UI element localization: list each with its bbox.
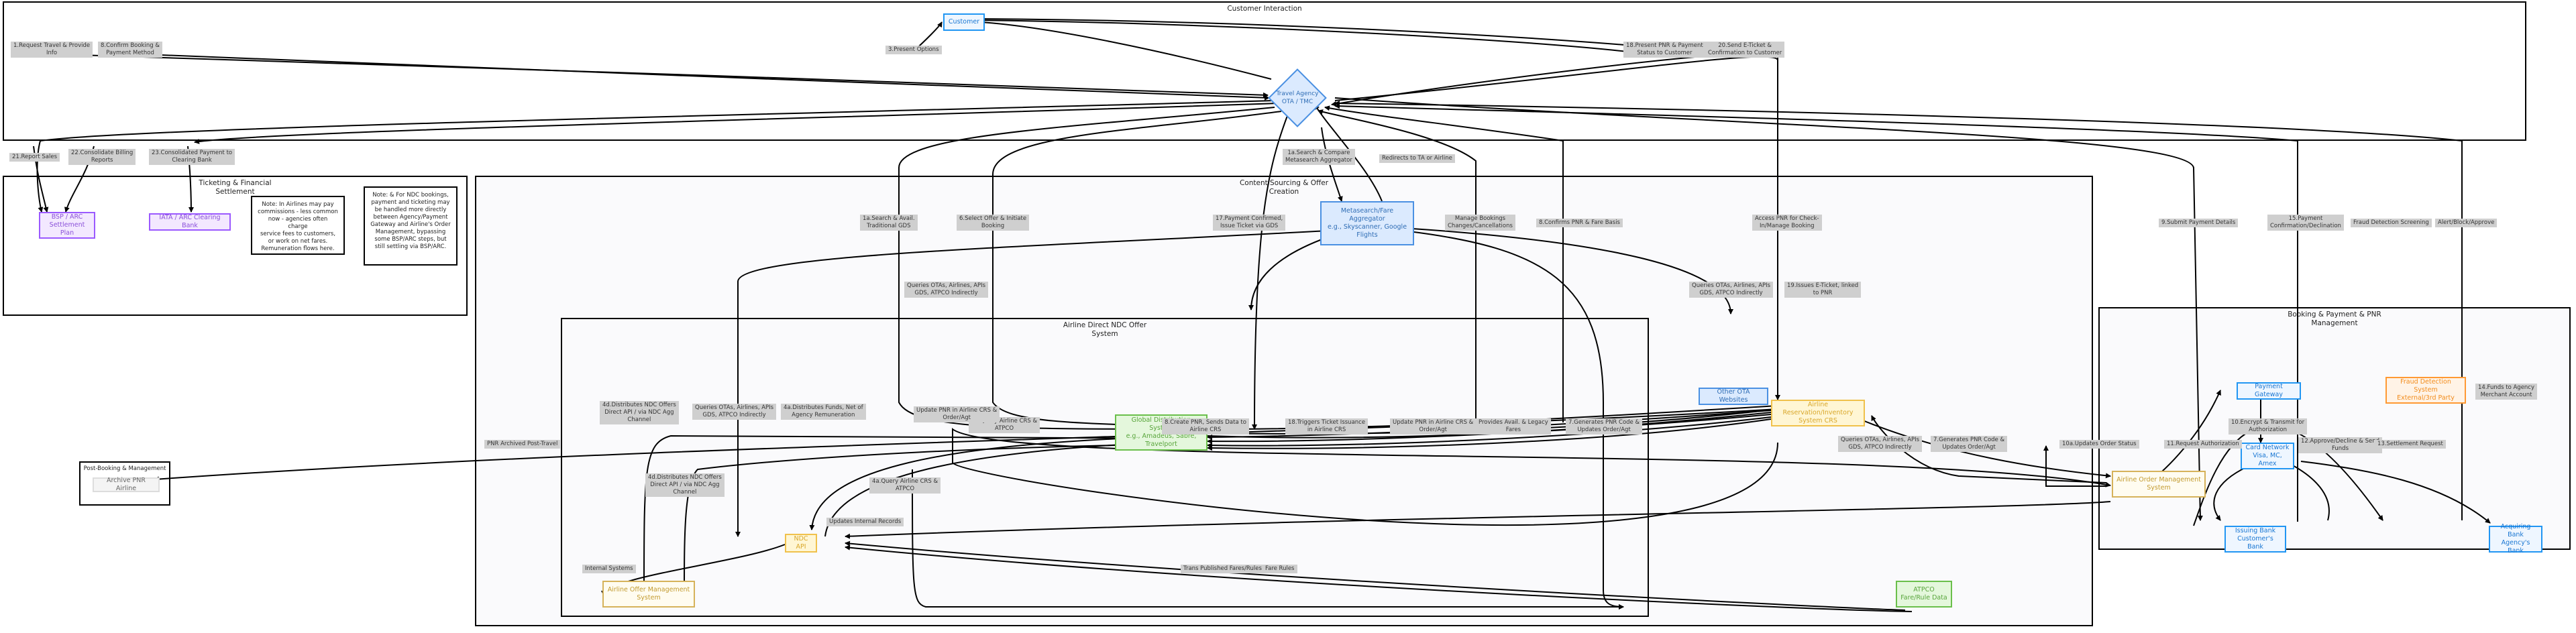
cluster-title: Booking & Payment & PNR Management — [2288, 310, 2381, 327]
airline-offer-management-node[interactable]: Airline Offer Management System — [602, 581, 695, 608]
edge-label: Manage Bookings Changes/Cancellations — [1445, 215, 1515, 231]
edge-label: 21.Report Sales — [9, 153, 60, 162]
edge-label: 19.Issues E-Ticket, linked to PNR — [1784, 282, 1862, 298]
other-ota-node[interactable]: Other OTA Websites — [1699, 388, 1768, 405]
edge-label: 1a.Search & Avail. Traditional GDS — [860, 215, 918, 231]
edge-label: Queries OTAs, Airlines, APIs GDS, ATPCO … — [1838, 436, 1923, 452]
ndc-api-node[interactable]: NDC API — [785, 534, 817, 553]
edge-label: 10.Encrypt & Transmit for Authorization — [2229, 418, 2308, 435]
edge-label: Queries OTAs, Airlines, APIs GDS, ATPCO … — [692, 404, 777, 420]
bsp-arc-node[interactable]: BSP / ARC Settlement Plan — [39, 212, 95, 239]
cluster-title: Post-Booking & Management — [83, 465, 166, 472]
customer-node[interactable]: Customer — [943, 13, 985, 31]
cluster-title: Customer Interaction — [1227, 5, 1302, 13]
cluster-title: Airline Direct NDC Offer System — [1063, 321, 1147, 338]
edge-label: Fraud Detection Screening — [2351, 219, 2432, 227]
cluster-customer-interaction: Customer Interaction — [3, 1, 2526, 141]
edge-label: Fare Rules — [1263, 565, 1297, 573]
edge-label: 20.Send E-Ticket & Confirmation to Custo… — [1705, 42, 1785, 58]
airline-reservation-node[interactable]: Airline Reservation/Inventory System CRS — [1771, 400, 1865, 426]
edge-label: 10a.Updates Order Status — [2059, 440, 2139, 449]
edge-label: 9.Submit Payment Details — [2159, 219, 2239, 227]
edge-label: 4a.Query Airline CRS & ATPCO — [869, 477, 941, 494]
edge-label: 7.Generates PNR Code & Updates Order/Agt — [1566, 418, 1643, 435]
edge-label: 8.Confirm Booking & Payment Method — [98, 42, 162, 58]
cluster-booking-payment: Booking & Payment & PNR Management — [2098, 307, 2571, 550]
note-ndc-bookings: Note: & For NDC bookings, payment and ti… — [364, 186, 458, 266]
edge-label: 17.Payment Confirmed, Issue Ticket via G… — [1213, 215, 1286, 231]
edge-label: Queries OTAs, Airlines, APIs GDS, ATPCO … — [1689, 282, 1774, 298]
cluster-airline-direct: Airline Direct NDC Offer System — [561, 318, 1649, 617]
edge-label: 14.Funds to Agency Merchant Account — [2475, 384, 2538, 400]
acquiring-bank-node[interactable]: Acquiring Bank Agency's Bank — [2489, 523, 2542, 555]
edge-label: Trans Published Fares/Rules — [1181, 565, 1265, 573]
edge-label: 1.Request Travel & Provide Info — [11, 42, 93, 58]
edge-label: 11.Request Authorization — [2164, 440, 2242, 449]
edge-label: 8.Create PNR, Sends Data to Airline CRS — [1162, 418, 1249, 435]
edge-label: 8.Confirms PNR & Fare Basis — [1536, 219, 1623, 227]
card-network-node[interactable]: Card Network Visa, MC, Amex — [2241, 443, 2294, 469]
fraud-detection-node[interactable]: Fraud Detection System External/3rd Part… — [2385, 377, 2466, 404]
archive-pnr-node[interactable]: Archive PNR Airline — [93, 477, 160, 492]
edge-label: 4d.Distributes NDC Offers Direct API / v… — [645, 473, 724, 497]
cluster-title: Content Sourcing & Offer Creation — [1239, 179, 1329, 196]
edge-label: 18.Present PNR & Payment Status to Custo… — [1623, 42, 1706, 58]
edge-label: 23.Consolidated Payment to Clearing Bank — [149, 149, 235, 165]
edge-label: Update PNR in Airline CRS & Order/Agt — [1390, 418, 1477, 435]
edge-label: 1a.Search & Compare Metasearch Aggregato… — [1283, 149, 1355, 165]
edge-label: Alert/Block/Approve — [2435, 219, 2498, 227]
edge-label: Update PNR in Airline CRS & Order/Agt — [914, 406, 1000, 422]
edge-label: Internal Systems — [582, 565, 636, 573]
issuing-bank-node[interactable]: Issuing Bank Customer's Bank — [2224, 526, 2286, 553]
edge-label: Access PNR for Check- In/Manage Booking — [1752, 215, 1822, 231]
edge-label: 12.Approve/Decline & Send Funds — [2298, 437, 2382, 453]
edge-label: 3.Present Options — [885, 46, 942, 54]
travel-agency-label: Travel Agency OTA / TMC — [1276, 91, 1319, 105]
edge-label: Redirects to TA or Airline — [1379, 154, 1455, 163]
edge-label: Updates Internal Records — [826, 518, 904, 526]
edge-label: 18.Triggers Ticket Issuance in Airline C… — [1285, 418, 1368, 435]
airline-order-management-node[interactable]: Airline Order Management System — [2112, 471, 2206, 498]
edge-label: 4a.Distributes Funds, Net of Agency Remu… — [781, 404, 866, 420]
note-ndc-payments: Note: In Airlines may pay commissions - … — [251, 196, 345, 255]
edge-label: 22.Consolidate Billing Reports — [68, 149, 136, 165]
edge-label: PNR Archived Post-Travel — [484, 440, 561, 449]
payment-gateway-node[interactable]: Payment Gateway — [2237, 382, 2301, 400]
metasearch-node[interactable]: Metasearch/Fare Aggregator e.g., Skyscan… — [1320, 201, 1414, 245]
atpco-node[interactable]: ATPCO Fare/Rule Data — [1896, 581, 1952, 608]
edge-label: 6.Select Offer & Initiate Booking — [957, 215, 1030, 231]
iata-clearing-bank-node[interactable]: IATA / ARC Clearing Bank — [149, 213, 231, 231]
edge-label: Provides Avail. & Legacy Fares — [1476, 418, 1551, 435]
edge-label: 13.Settlement Request — [2375, 440, 2446, 449]
edge-label: 7.Generates PNR Code & Updates Order/Agt — [1931, 436, 2008, 452]
edge-label: Queries OTAs, Airlines, APIs GDS, ATPCO … — [904, 282, 989, 298]
edge-label: 4d.Distributes NDC Offers Direct API / v… — [600, 401, 679, 424]
edge-label: 15.Payment Confirmation/Declination — [2267, 215, 2344, 231]
